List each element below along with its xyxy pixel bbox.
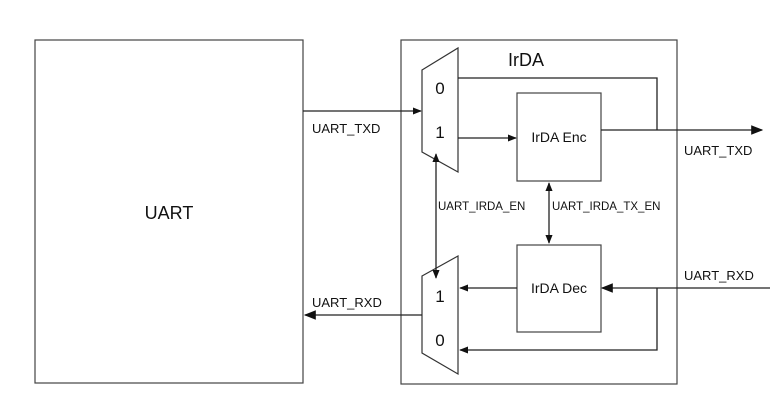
uart-block-label: UART: [145, 203, 194, 223]
irda-block-label: IrDA: [508, 50, 544, 70]
tx-mux-input-0: 0: [435, 79, 444, 98]
signal-uart-irda-tx-en-label: UART_IRDA_TX_EN: [552, 201, 660, 213]
irda-dec-block: [516, 244, 602, 333]
irda-enc-block: [516, 92, 602, 182]
rx-mux-input-0: 0: [435, 331, 444, 350]
wire-rx-bypass: [459, 288, 658, 354]
irda-enc-label: IrDA Enc: [531, 129, 586, 145]
signal-uart-rxd-out-label: UART_RXD: [312, 295, 382, 310]
signal-uart-irda-en-label: UART_IRDA_EN: [438, 201, 525, 213]
tx-mux: [421, 46, 459, 174]
tx-mux-input-1: 1: [435, 123, 444, 142]
rx-mux: [421, 254, 459, 376]
signal-uart-rxd-in-label: UART_RXD: [684, 268, 754, 283]
signal-uart-txd-in-label: UART_TXD: [312, 121, 380, 136]
irda-dec-label: IrDA Dec: [531, 280, 587, 296]
wire-tx-bypass: [458, 77, 658, 130]
uart-block: [34, 39, 304, 384]
signal-uart-txd-out-label: UART_TXD: [684, 143, 752, 158]
rx-mux-input-1: 1: [435, 287, 444, 306]
